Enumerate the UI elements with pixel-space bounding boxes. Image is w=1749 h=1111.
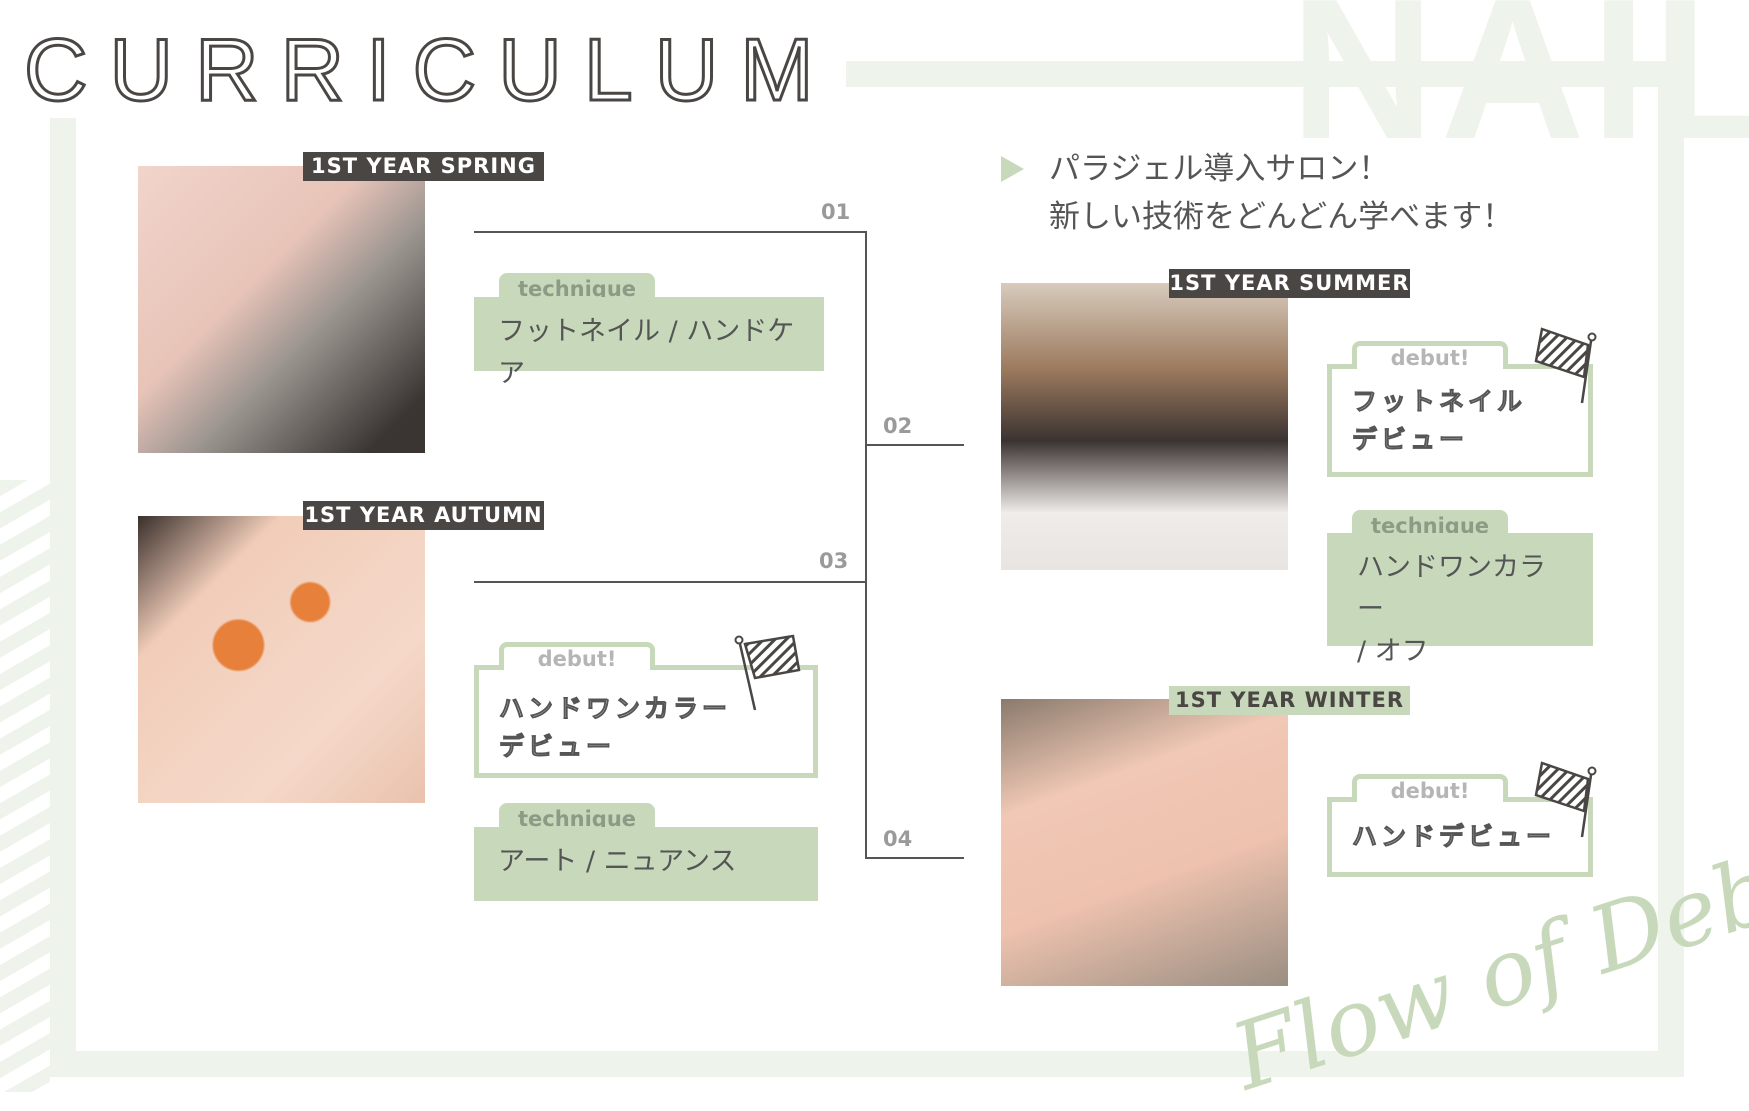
page-title: CURRICULUM (23, 20, 846, 119)
summer-label: 1ST YEAR SUMMER (1169, 269, 1410, 298)
step-number: 04 (883, 827, 913, 851)
debut-text: フットネイル (1352, 387, 1527, 417)
step-number: 01 (821, 200, 851, 224)
debut-tab: debut! (499, 642, 655, 671)
tagline: パラジェル導入サロン！ 新しい技術をどんどん学べます！ (1049, 145, 1513, 241)
spring-label: 1ST YEAR SPRING (303, 152, 544, 181)
flag-icon (734, 634, 801, 711)
debut-box: フットネイル デビュー (1327, 364, 1593, 477)
step-number: 02 (883, 414, 913, 438)
debut-text: ハンドデビュー (1352, 822, 1556, 852)
debut-box: ハンドワンカラー デビュー (474, 665, 818, 778)
triangle-bullet-icon (1001, 156, 1024, 182)
technique-box: アート / ニュアンス (474, 827, 818, 901)
debut-tab: debut! (1352, 341, 1508, 370)
flag-icon (1534, 761, 1597, 838)
autumn-label: 1ST YEAR AUTUMN (303, 501, 544, 530)
technique-box: ハンドワンカラー / オフ (1327, 533, 1593, 667)
timeline-line-01 (474, 231, 867, 233)
debut-text: デビュー (499, 732, 616, 762)
timeline-line-04 (866, 857, 964, 859)
debut-text: デビュー (1352, 425, 1469, 455)
step-number: 03 (819, 549, 849, 573)
winter-photo (1001, 699, 1288, 986)
autumn-photo (138, 516, 425, 803)
page-frame (50, 61, 1684, 1077)
timeline-vertical (865, 231, 867, 859)
summer-photo (1001, 283, 1288, 570)
debut-tab: debut! (1352, 774, 1508, 803)
timeline-line-03 (474, 581, 867, 583)
tagline-line: 新しい技術をどんどん学べます！ (1049, 199, 1514, 235)
technique-text: ハンドワンカラー (1357, 552, 1546, 625)
flag-icon (1534, 327, 1597, 404)
timeline-line-02 (866, 444, 964, 446)
winter-label: 1ST YEAR WINTER (1169, 686, 1410, 715)
technique-text: / オフ (1357, 636, 1429, 667)
debut-box: ハンドデビュー (1327, 797, 1593, 877)
tagline-line: パラジェル導入サロン！ (1049, 151, 1390, 187)
debut-text: ハンドワンカラー (499, 694, 732, 724)
technique-box: フットネイル / ハンドケア (474, 297, 824, 389)
decorative-stripes (0, 480, 50, 1092)
spring-photo (138, 166, 425, 453)
nail-watermark: NAIL (1290, 0, 1749, 181)
